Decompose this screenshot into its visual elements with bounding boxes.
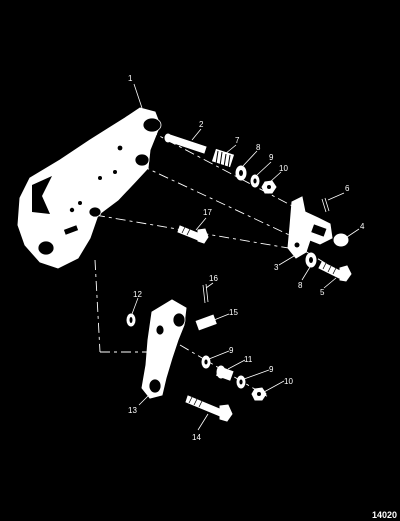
callout-1: 1: [128, 74, 133, 83]
bushing-part-11: [216, 365, 234, 381]
sleeve-body: [195, 314, 217, 331]
nut-part-10-upper: [261, 180, 277, 194]
callouts: 1 2 7 8 9 10 6 4 3 8 5 17 16 12 15 9 11 …: [128, 74, 365, 442]
washer-part-8-upper: [235, 165, 247, 181]
arm-boss-top: [172, 312, 186, 328]
clip-body: [287, 196, 333, 259]
bracket-boss-top: [142, 117, 162, 133]
axis-line-bolt-17: [94, 214, 301, 251]
pin-head: [164, 133, 172, 143]
spring-part-7: [211, 148, 235, 169]
axis-line-vertical: [94, 259, 101, 353]
cap-body: [333, 233, 349, 247]
washer-part-9-middle: [201, 355, 211, 369]
clip-part-3: [287, 196, 333, 259]
bracket-hole: [69, 207, 75, 213]
arm-boss-middle: [155, 324, 165, 336]
axis-line-pin: [147, 129, 301, 211]
bracket-part-1: [17, 107, 162, 269]
callout-14: 14: [192, 433, 201, 442]
callout-11: 11: [244, 355, 253, 364]
ring-part-12: [126, 313, 136, 327]
axis-line-bracket: [139, 164, 301, 241]
washer-part-8-right: [305, 252, 317, 268]
pin-part-2: [164, 133, 207, 154]
pin-16-body: [202, 283, 209, 304]
bracket-boss-middle: [134, 153, 150, 167]
bracket-stud: [62, 224, 80, 236]
bracket-hole: [117, 145, 123, 151]
callout-12: 12: [133, 290, 142, 299]
bolt-5-shank: [318, 261, 343, 279]
callout-13: 13: [128, 406, 137, 415]
callout-10: 10: [279, 164, 288, 173]
figure-number: 14020: [372, 510, 397, 520]
bolt-5-head: [339, 265, 352, 282]
bolt-17-head: [197, 228, 209, 244]
callout-6: 6: [345, 184, 350, 193]
callout-10-lower: 10: [284, 377, 293, 386]
bracket-boss-bottom: [37, 240, 55, 256]
callout-16: 16: [209, 274, 218, 283]
callout-3: 3: [274, 263, 279, 272]
clip-slot: [310, 223, 328, 238]
bracket-boss-lower: [88, 206, 102, 218]
callout-5: 5: [320, 288, 325, 297]
bracket-cutout: [32, 176, 52, 214]
pin-part-16: [202, 283, 209, 304]
sleeve-part-15: [195, 314, 217, 331]
callout-4: 4: [360, 222, 365, 231]
callout-9-lower: 9: [269, 365, 274, 374]
bolt-part-17: [177, 225, 209, 244]
bolt-part-5: [318, 261, 352, 282]
callout-9: 9: [269, 153, 274, 162]
arm-boss-bottom: [148, 378, 162, 394]
callout-7: 7: [235, 136, 240, 145]
bracket-hole: [78, 201, 82, 205]
bracket-body: [17, 107, 161, 269]
bracket-hole: [98, 176, 102, 180]
leader-lines: [131, 83, 360, 431]
washer-part-9-lower: [236, 375, 246, 389]
callout-17: 17: [203, 208, 212, 217]
callout-2: 2: [199, 120, 204, 129]
bolt-17-shank: [177, 225, 201, 241]
washer-part-9-upper: [250, 174, 260, 188]
cap-part-4: [333, 233, 349, 247]
callout-9-middle: 9: [229, 346, 234, 355]
callout-8-right: 8: [298, 281, 303, 290]
long-bolt-part-14: [185, 395, 233, 422]
long-bolt-head: [219, 404, 233, 422]
arm-part-13: [141, 299, 187, 399]
callout-15: 15: [229, 308, 238, 317]
cotter-pin-part-6: [321, 197, 330, 213]
cotter-pin-legs: [321, 197, 330, 213]
callout-8: 8: [256, 143, 261, 152]
bracket-hole: [113, 170, 117, 174]
nut-part-10-lower: [251, 387, 267, 401]
